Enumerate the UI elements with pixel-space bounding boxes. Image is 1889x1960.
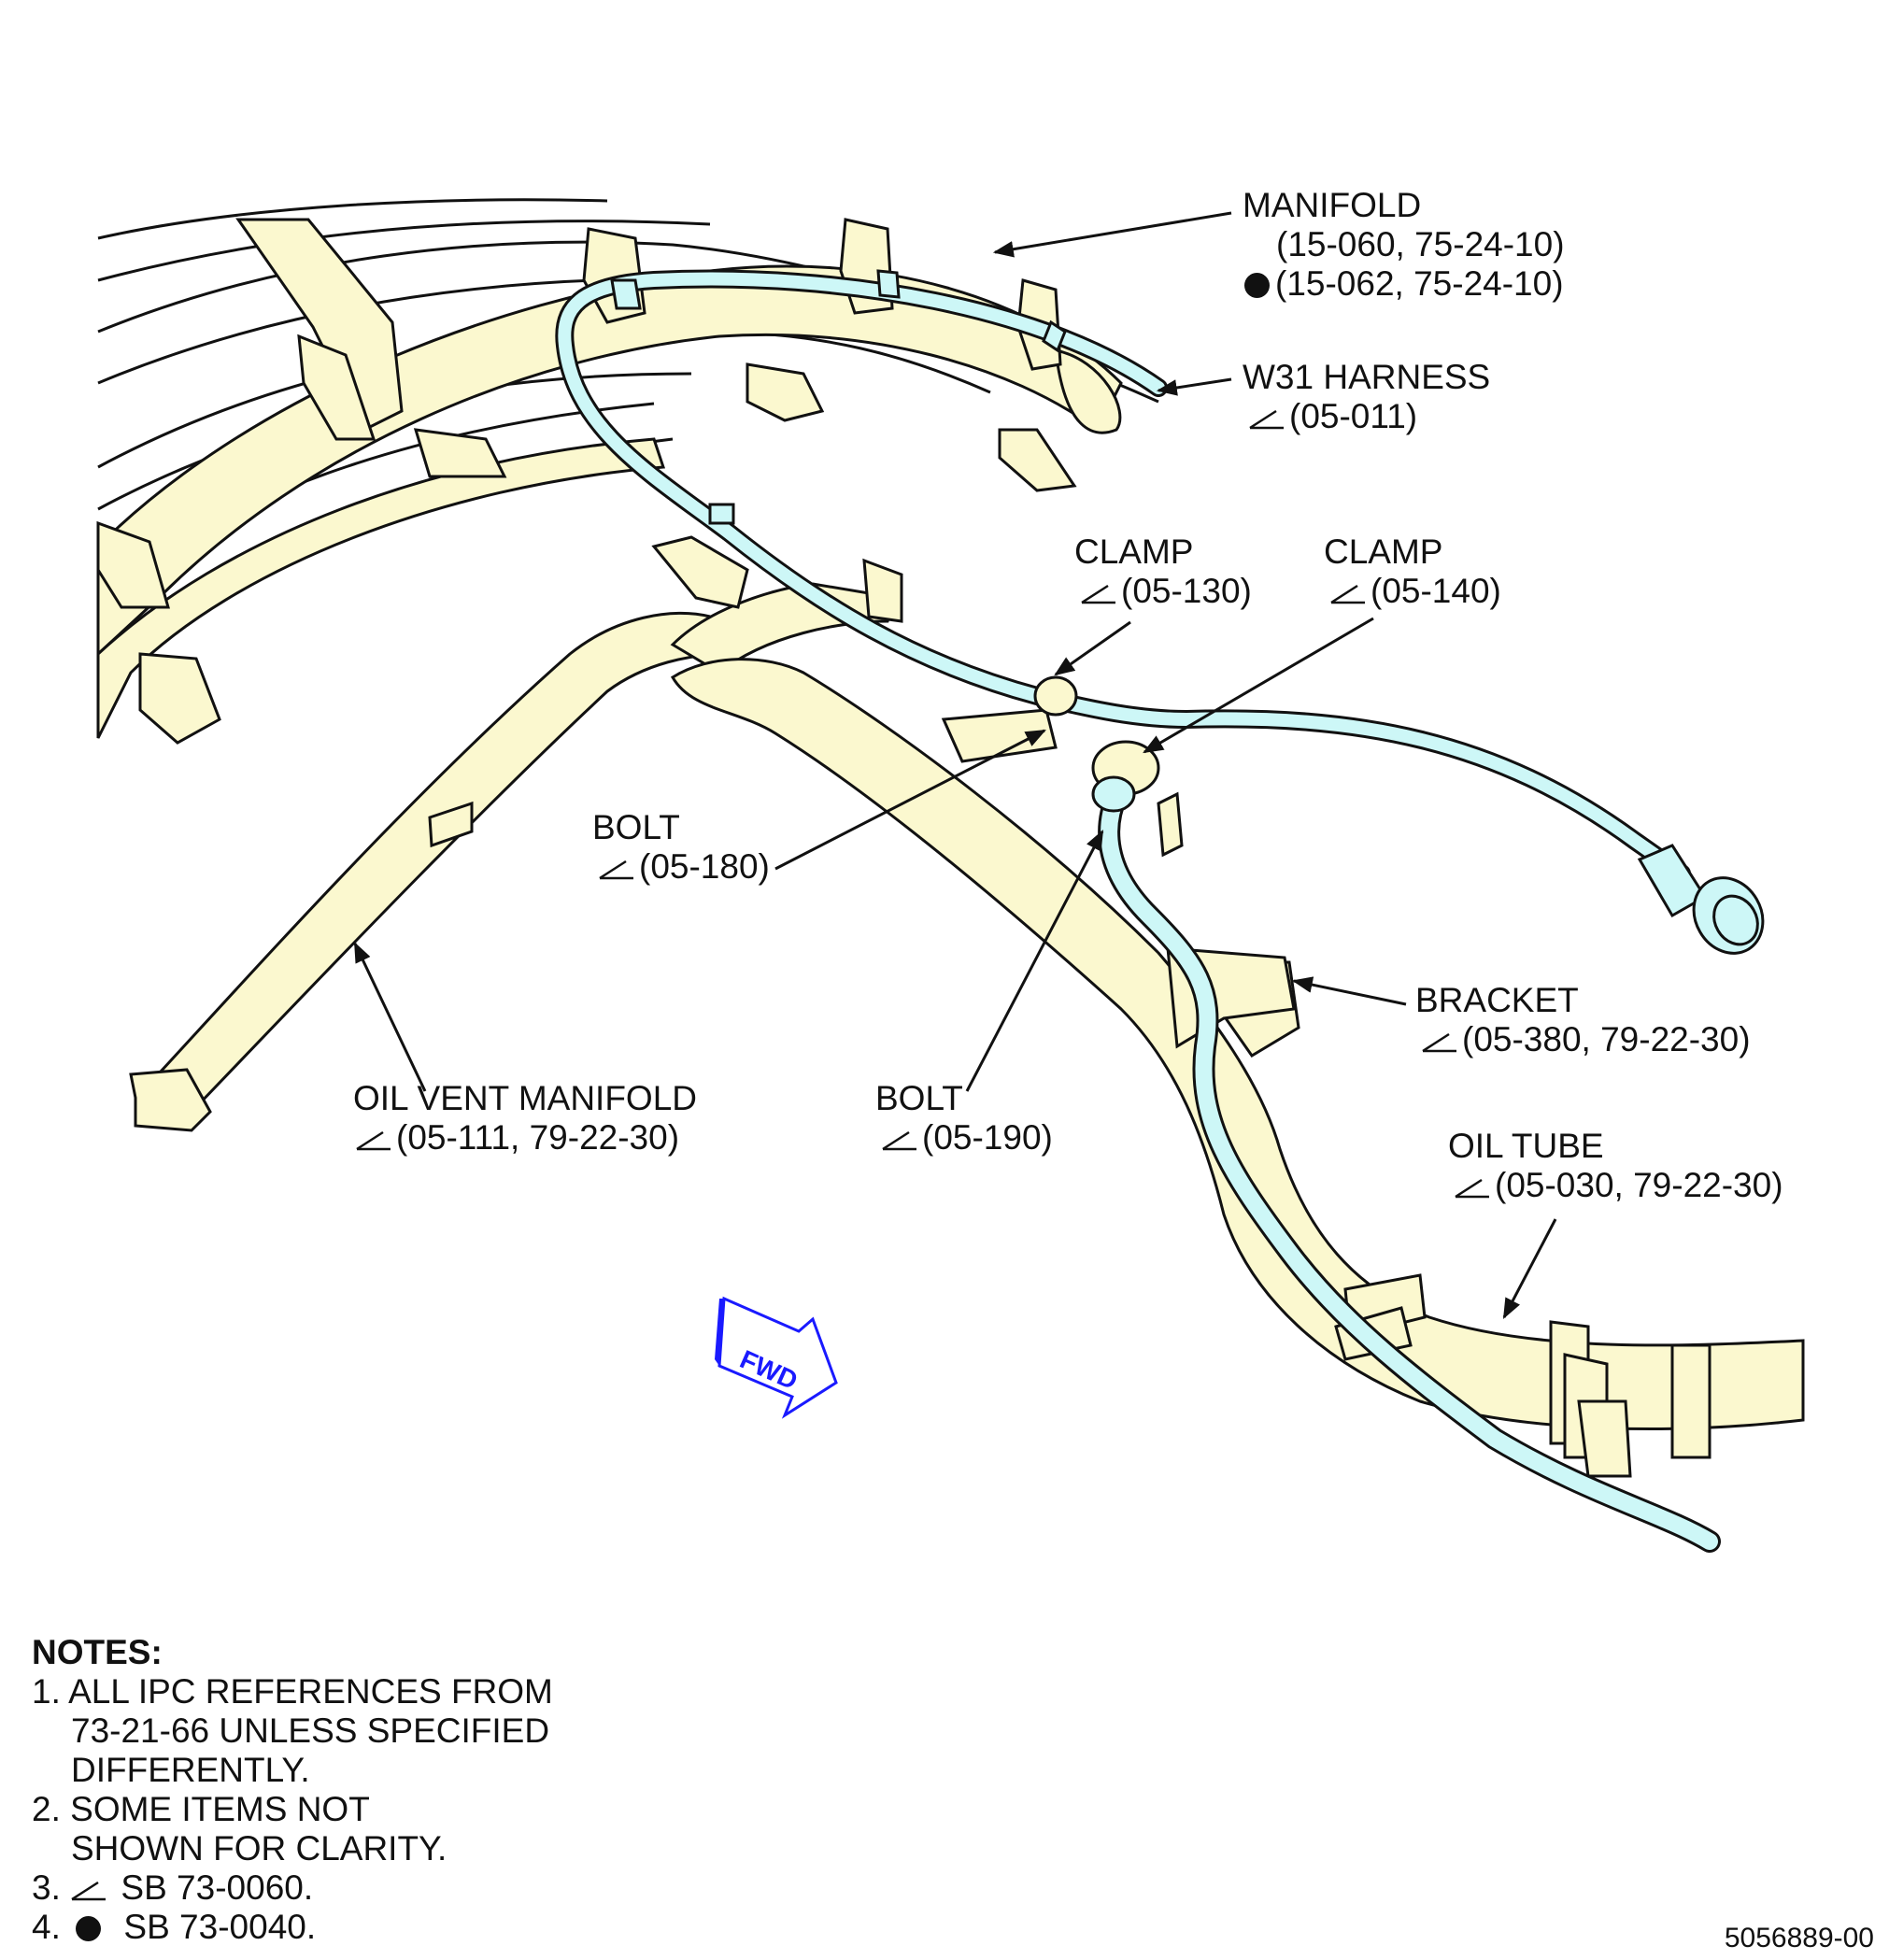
note-1-line-3: DIFFERENTLY. xyxy=(71,1751,310,1789)
callout-bolt-190-name: BOLT xyxy=(875,1079,963,1117)
callout-oil-tube-name: OIL TUBE xyxy=(1448,1127,1604,1165)
oil-tube xyxy=(670,658,1805,1478)
note-3: 3. SB 73-0060. xyxy=(32,1868,553,1908)
clamp-05-140 xyxy=(1091,740,1160,813)
clamp-05-130 xyxy=(1033,675,1078,717)
callout-w31-harness-name: W31 HARNESS xyxy=(1243,358,1491,396)
callout-clamp-130-name: CLAMP xyxy=(1074,533,1194,571)
harness-clips xyxy=(610,269,1067,525)
manifold-end xyxy=(1054,348,1122,434)
note-4: 4. SB 73-0040. xyxy=(32,1908,553,1947)
callout-w31-harness: W31 HARNESS (05-011) xyxy=(1243,358,1490,436)
callout-manifold-name: MANIFOLD xyxy=(1243,186,1422,224)
bolt-clamp-bracket xyxy=(941,708,1058,763)
triangle-icon xyxy=(356,1130,391,1151)
leader-lines xyxy=(353,211,1557,1319)
callout-bolt-180-name: BOLT xyxy=(592,808,680,846)
callout-clamp-140: CLAMP (05-140) xyxy=(1324,533,1501,611)
callout-bracket-name: BRACKET xyxy=(1415,981,1579,1019)
manifold-strap xyxy=(235,218,404,433)
bullet-dot-icon xyxy=(1244,273,1270,298)
callout-w31-harness-ref: (05-011) xyxy=(1289,397,1418,435)
callout-bracket-ref: (05-380, 79-22-30) xyxy=(1462,1020,1751,1058)
triangle-icon xyxy=(1081,584,1115,604)
note-4-text: SB 73-0040. xyxy=(123,1908,317,1946)
note-3-number: 3. xyxy=(32,1868,61,1907)
note-2-line-2: SHOWN FOR CLARITY. xyxy=(71,1829,447,1868)
callout-clamp-130-ref: (05-130) xyxy=(1121,572,1252,610)
note-3-text: SB 73-0060. xyxy=(121,1868,314,1907)
triangle-icon xyxy=(599,859,633,880)
triangle-icon xyxy=(1249,409,1284,430)
note-1-line-2: 73-21-66 UNLESS SPECIFIED xyxy=(71,1711,550,1750)
note-1-line-1: 1. ALL IPC REFERENCES FROM xyxy=(32,1672,553,1711)
notes-heading: NOTES: xyxy=(32,1633,163,1671)
manifold-lower-band xyxy=(96,437,666,739)
triangle-icon xyxy=(1455,1178,1489,1199)
note-4-number: 4. xyxy=(32,1908,61,1946)
callout-oil-tube: OIL TUBE (05-030, 79-22-30) xyxy=(1448,1127,1783,1205)
callout-bracket: BRACKET (05-380, 79-22-30) xyxy=(1415,981,1751,1059)
callout-manifold-ref1: (15-060, 75-24-10) xyxy=(1276,225,1565,263)
triangle-icon xyxy=(1422,1032,1456,1053)
callout-clamp-140-name: CLAMP xyxy=(1324,533,1443,571)
callout-bolt-180-ref: (05-180) xyxy=(639,847,770,886)
callout-oil-vent-manifold: OIL VENT MANIFOLD (05-111, 79-22-30) xyxy=(353,1079,697,1158)
harness-connector xyxy=(1637,844,1765,955)
callout-manifold-ref2: (15-062, 75-24-10) xyxy=(1275,264,1564,303)
notes-block: NOTES: 1. ALL IPC REFERENCES FROM 73-21-… xyxy=(32,1633,553,1947)
oil-vent-manifold xyxy=(129,535,903,1132)
callout-clamp-130: CLAMP (05-130) xyxy=(1074,533,1252,611)
callout-clamp-140-ref: (05-140) xyxy=(1371,572,1501,610)
callout-oil-vent-manifold-ref: (05-111, 79-22-30) xyxy=(396,1118,680,1157)
fwd-arrow: FWD xyxy=(715,1296,838,1419)
drawing-number: 5056889-00 xyxy=(1724,1923,1874,1953)
callout-bolt-190-ref: (05-190) xyxy=(922,1118,1053,1157)
callout-oil-vent-manifold-name: OIL VENT MANIFOLD xyxy=(353,1079,698,1117)
callout-bolt-190: BOLT (05-190) xyxy=(875,1079,1053,1158)
triangle-icon xyxy=(1330,584,1365,604)
bracket-clip xyxy=(1157,791,1184,858)
triangle-icon xyxy=(71,1881,107,1901)
callout-manifold: MANIFOLD (15-060, 75-24-10) (15-062, 75-… xyxy=(1243,186,1565,304)
note-2-line-1: 2. SOME ITEMS NOT xyxy=(32,1790,370,1828)
triangle-icon xyxy=(882,1130,916,1151)
callout-bolt-180: BOLT (05-180) xyxy=(592,808,770,887)
bullet-dot-icon xyxy=(76,1916,102,1941)
callout-oil-tube-ref: (05-030, 79-22-30) xyxy=(1495,1166,1783,1204)
manifold-brackets xyxy=(96,218,1077,745)
manifold-band xyxy=(96,264,1123,658)
w31-harness xyxy=(555,269,1721,1553)
